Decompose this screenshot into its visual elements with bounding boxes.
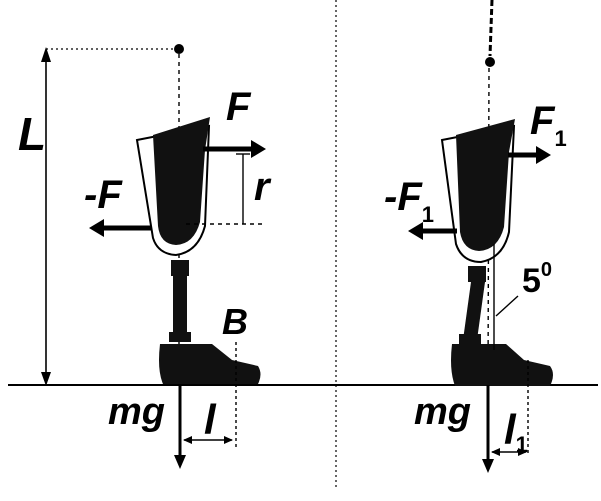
label-weight-mg: mg [108, 391, 165, 433]
force-f-arrowhead [251, 140, 266, 158]
label-angle-superscript: 0 [541, 259, 552, 281]
pylon-right [463, 282, 485, 340]
weight-mg-arrowhead [174, 455, 186, 469]
label-arm-l1-subscript: 1 [516, 432, 528, 457]
label-force-F: F [226, 85, 252, 129]
force-negf1-arrowhead [408, 222, 423, 240]
label-lever-r: r [254, 165, 272, 209]
prosthetic-foot-right [451, 344, 553, 386]
prosthetic-foot [159, 344, 261, 384]
weight-mg-arrowhead-right [482, 459, 494, 473]
ankle-block [169, 332, 191, 342]
label-angle-5deg: 50 [522, 259, 552, 300]
label-force-negF1: -F1 [384, 175, 434, 227]
load-line-right [487, 67, 490, 386]
socket-connector [171, 260, 189, 276]
left-panel: L F -F r B mg l [18, 44, 272, 469]
angle-leader-line [495, 295, 519, 317]
arm-l1-head-left [491, 448, 500, 456]
pylon [173, 276, 187, 338]
right-panel: F1 -F1 50 mg l1 [384, 0, 567, 473]
label-force-negF1-subscript: 1 [422, 202, 434, 227]
hip-upper-line [488, 0, 494, 57]
label-force-F1: F1 [530, 99, 567, 151]
label-arm-l: l [204, 396, 217, 443]
length-arrow-bottom-head [41, 372, 51, 386]
socket-connector-right [468, 266, 486, 282]
length-arrow-top-head [41, 47, 51, 62]
socket-insert-right [456, 119, 515, 251]
force-f1-arrowhead [536, 146, 551, 164]
force-negf-arrowhead [89, 219, 104, 237]
hip-joint-point-right [485, 57, 495, 67]
ankle-block-right [459, 334, 481, 344]
arm-l-head-right [224, 436, 233, 444]
label-point-B: B [222, 301, 248, 342]
label-arm-l1: l1 [504, 406, 528, 457]
label-force-negF: -F [84, 173, 123, 217]
label-length-L: L [18, 108, 46, 160]
arm-l1-head-right [518, 448, 527, 456]
arm-l-head-left [183, 436, 192, 444]
label-force-F1-subscript: 1 [554, 126, 566, 151]
label-weight-mg-right: mg [414, 391, 471, 433]
hip-joint-point [174, 44, 184, 54]
socket-insert [153, 117, 210, 245]
